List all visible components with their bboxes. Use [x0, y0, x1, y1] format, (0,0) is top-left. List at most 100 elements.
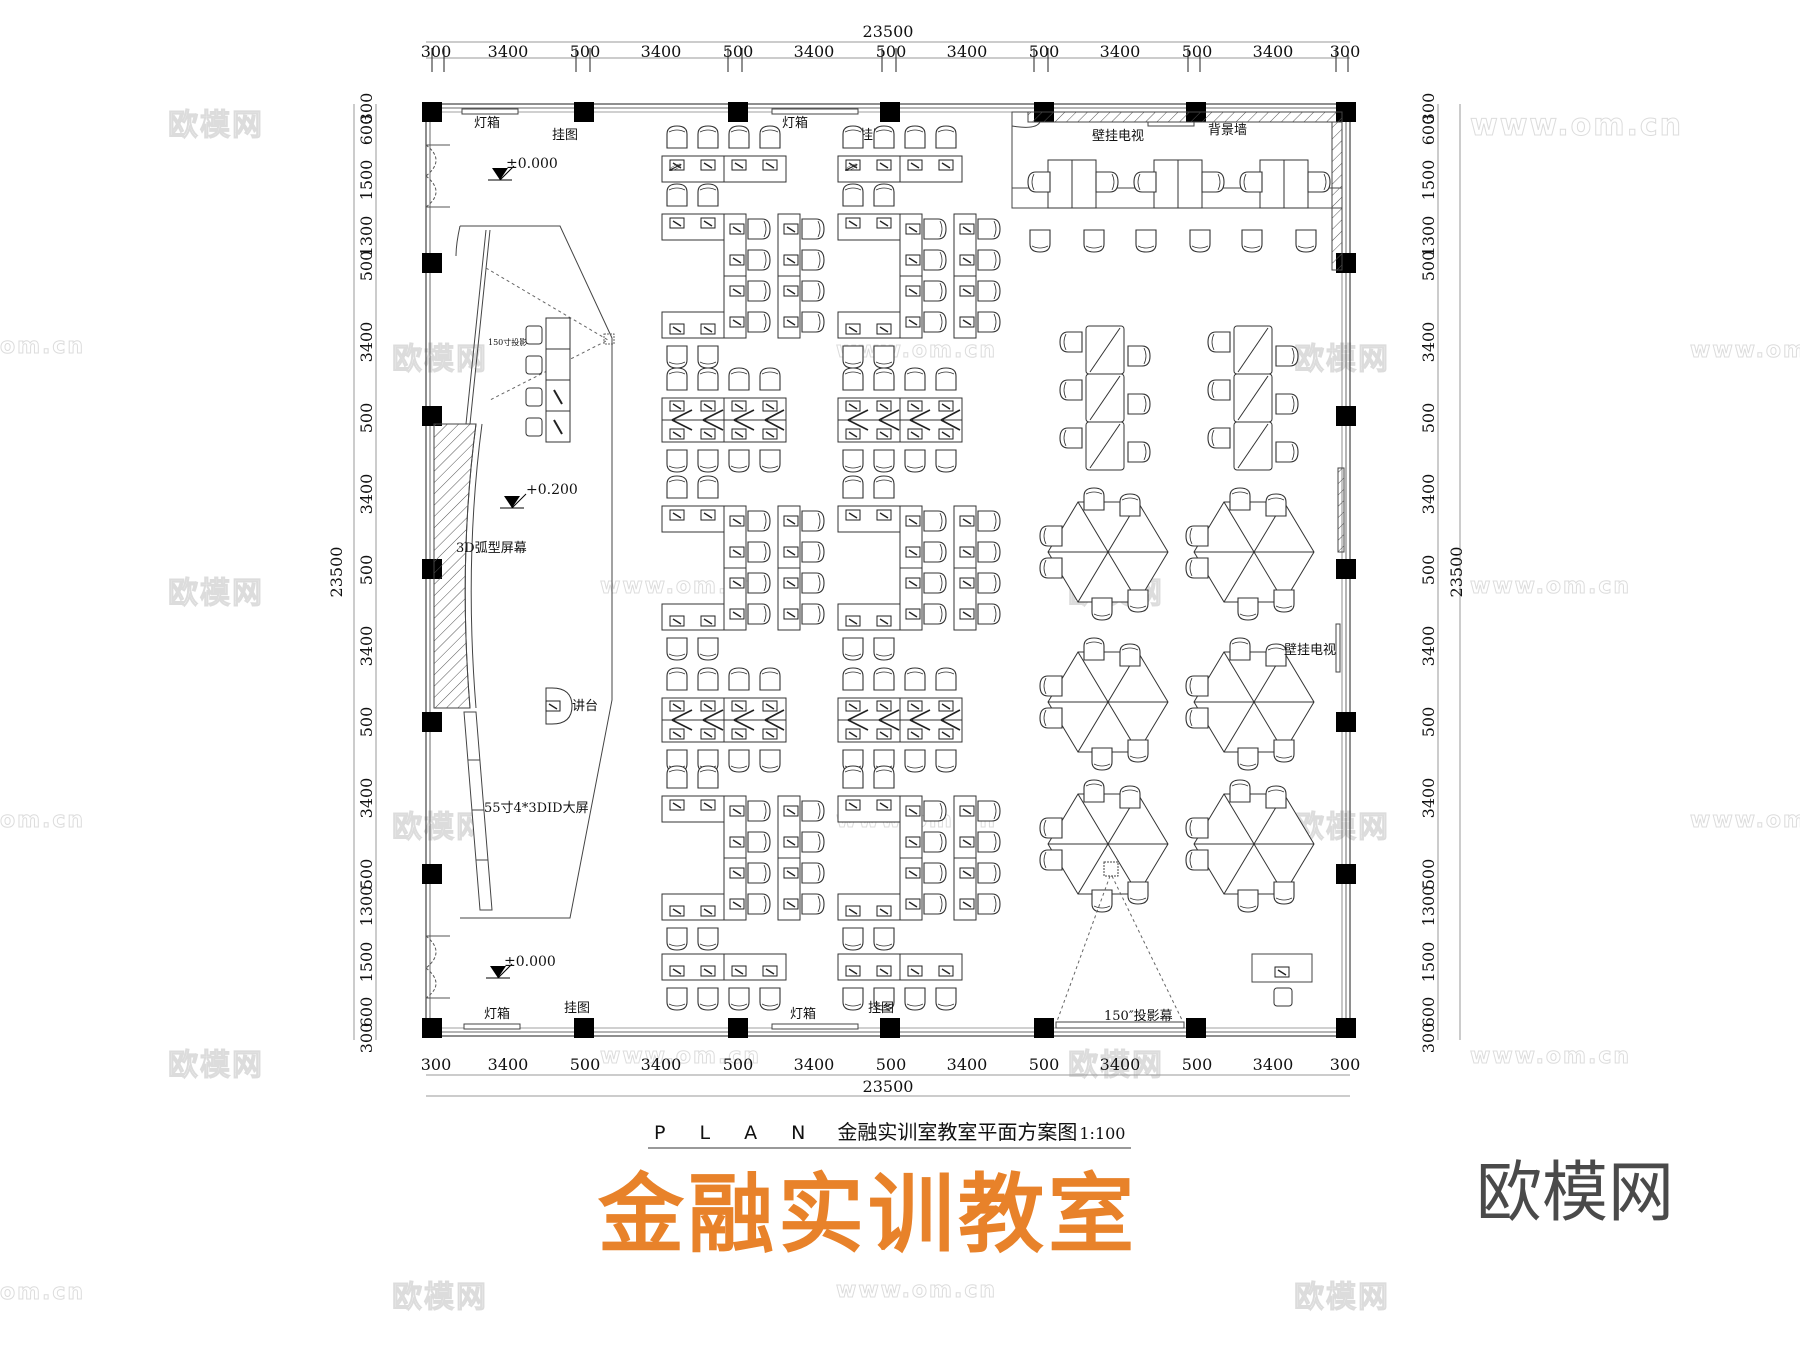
group-table-hex-6: [1186, 780, 1314, 912]
dim-label: 1300: [357, 216, 376, 257]
overall-height-left: 23500: [327, 547, 346, 598]
dim-label: 300: [357, 1023, 376, 1054]
label-elevation-bottom: ±0.000: [504, 954, 556, 970]
dim-label: 3400: [1100, 1055, 1141, 1074]
group-table-rect-2: [1208, 326, 1298, 470]
dim-label: 300: [1330, 1055, 1361, 1074]
stage-platform: [455, 225, 613, 919]
lightbox-bottom-left: [463, 1023, 521, 1030]
projector-icon: [1103, 861, 1119, 877]
dim-label: 3400: [947, 42, 988, 61]
dim-label: 500: [357, 251, 376, 282]
group-table-rect-1: [1060, 326, 1150, 470]
lightbox-top-mid: [771, 108, 859, 115]
desk-row-double-1: [662, 368, 962, 472]
label-led-wall: 55寸4*3DID大屏: [484, 801, 589, 816]
dim-label: 300: [1419, 93, 1438, 124]
dim-label: 300: [421, 42, 452, 61]
label-hanging-picture: 挂图: [564, 1001, 590, 1016]
dim-label: 3400: [488, 42, 529, 61]
dim-label: 500: [357, 859, 376, 890]
top-dimension-chain: 23500 300 3400 500 3400 500 3400 500 340…: [421, 22, 1360, 72]
group-table-hex-1: [1040, 488, 1168, 620]
column-icon: [880, 102, 900, 122]
dim-label: 500: [1419, 555, 1438, 586]
dim-label: 3400: [1100, 42, 1141, 61]
label-curved-screen: 3D弧型屏幕: [456, 541, 527, 556]
dim-label: 300: [357, 93, 376, 124]
column-icon: [728, 102, 748, 122]
dim-label: 1500: [357, 942, 376, 983]
label-feature-wall: 背景墙: [1208, 123, 1247, 138]
column-icon: [728, 1018, 748, 1038]
label-elevation-top: ±0.000: [506, 156, 558, 172]
column-icon: [1336, 406, 1356, 426]
headline-title: 金融实训教室: [598, 1165, 1138, 1265]
chair-icon: [525, 417, 543, 437]
dim-label: 500: [876, 42, 907, 61]
teacher-console: [525, 317, 571, 443]
column-icon: [1336, 559, 1356, 579]
dim-label: 3400: [1419, 322, 1438, 363]
dim-label: 3400: [641, 1055, 682, 1074]
dim-label: 1500: [357, 160, 376, 201]
plan-word: P L A N: [654, 1122, 820, 1144]
dim-label: 300: [421, 1055, 452, 1074]
dim-label: 600: [1419, 997, 1438, 1028]
dim-label: 500: [570, 1055, 601, 1074]
dim-label: 600: [1419, 115, 1438, 146]
label-lectern: 讲台: [572, 699, 598, 714]
dim-label: 3400: [488, 1055, 529, 1074]
dim-label: 3400: [357, 322, 376, 363]
door-top-left: [425, 144, 450, 208]
admin-desk: [1251, 953, 1313, 1007]
dim-label: 500: [1419, 251, 1438, 282]
chair-icon: [525, 387, 543, 407]
dim-label: 500: [723, 42, 754, 61]
dim-label: 1300: [357, 886, 376, 927]
wall-tv-right-icon: [1337, 467, 1345, 553]
column-icon: [422, 102, 442, 122]
projection-screen: [1055, 1021, 1185, 1029]
projector-icon: [603, 333, 615, 345]
desk-cluster-u-2: [662, 476, 1000, 660]
group-table-hex-3: [1040, 638, 1168, 770]
label-projection-screen: 150″投影幕: [1104, 1008, 1173, 1024]
column-icon: [574, 102, 594, 122]
plan-scale: 1:100: [1079, 1124, 1126, 1143]
column-icon: [1336, 864, 1356, 884]
desk-cluster-u-1: [662, 184, 1000, 368]
column-icon: [1034, 1018, 1054, 1038]
column-icon: [880, 1018, 900, 1038]
dim-label: 300: [1419, 1023, 1438, 1054]
plan-name: 金融实训室教室平面方案图: [837, 1120, 1078, 1144]
dim-label: 500: [1419, 707, 1438, 738]
dim-label: 1300: [1419, 216, 1438, 257]
desk-row-bottom: [662, 954, 962, 1010]
chair-icon: [525, 325, 543, 345]
brand-logo: 欧模网: [1476, 1154, 1674, 1231]
dim-label: 1500: [1419, 942, 1438, 983]
label-hanging-picture: 挂图: [552, 128, 578, 143]
dim-label: 500: [357, 707, 376, 738]
dim-label: 3400: [1253, 42, 1294, 61]
left-dimension-chain: 23500 300 600 1500 1300 500 3400 500 340…: [327, 93, 377, 1054]
dim-label: 500: [1182, 1055, 1213, 1074]
projection-area: [465, 229, 615, 425]
chair-icon: [1273, 987, 1293, 1007]
curved-3d-screen: [433, 423, 483, 709]
dim-label: 600: [357, 115, 376, 146]
dim-label: 500: [357, 403, 376, 434]
label-hanging-picture: 挂图: [868, 1001, 894, 1016]
desk-row-double-2: [662, 668, 962, 772]
dim-label: 500: [1029, 1055, 1060, 1074]
office-room: [1011, 111, 1343, 271]
dim-label: 600: [357, 997, 376, 1028]
overall-height-right: 23500: [1447, 547, 1466, 598]
column-icon: [422, 712, 442, 732]
elevation-marker-icon: [499, 493, 527, 509]
label-wall-tv-top: 壁挂电视: [1092, 129, 1144, 144]
dim-label: 3400: [1253, 1055, 1294, 1074]
dim-label: 500: [1182, 42, 1213, 61]
